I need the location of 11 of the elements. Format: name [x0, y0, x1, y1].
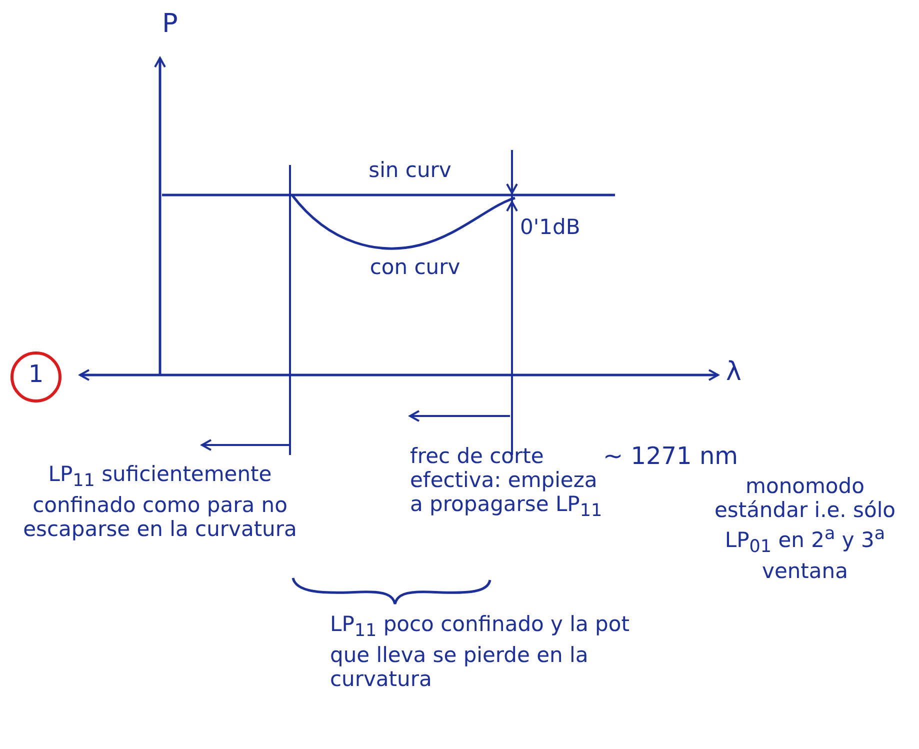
annotation-text: LP$_{11}$ poco confinado y la pot que lleva se pierde en la curvatura: [330, 612, 630, 692]
annotation-text: frec de corte efectiva: empieza a propagarse LP$_{11}$: [410, 444, 604, 524]
page-number: 1: [27, 362, 45, 386]
dimension-label: 0'1dB: [520, 215, 582, 239]
axis-label: P: [161, 12, 179, 36]
axis-label: λ: [726, 360, 742, 384]
wavelength-label: ~ 1271 nm: [603, 444, 740, 468]
curve-label: sin curv: [368, 158, 452, 182]
annotation-text: LP$_{11}$ suficientemente confinado como para no escaparse en la curvatura: [22, 462, 298, 542]
curve-label: con curv: [368, 255, 462, 279]
annotation-text: monomodo estándar i.e. sólo LP$_{01}$ en 2$^{a}$ y 3$^{a}$ ventana: [713, 474, 897, 584]
